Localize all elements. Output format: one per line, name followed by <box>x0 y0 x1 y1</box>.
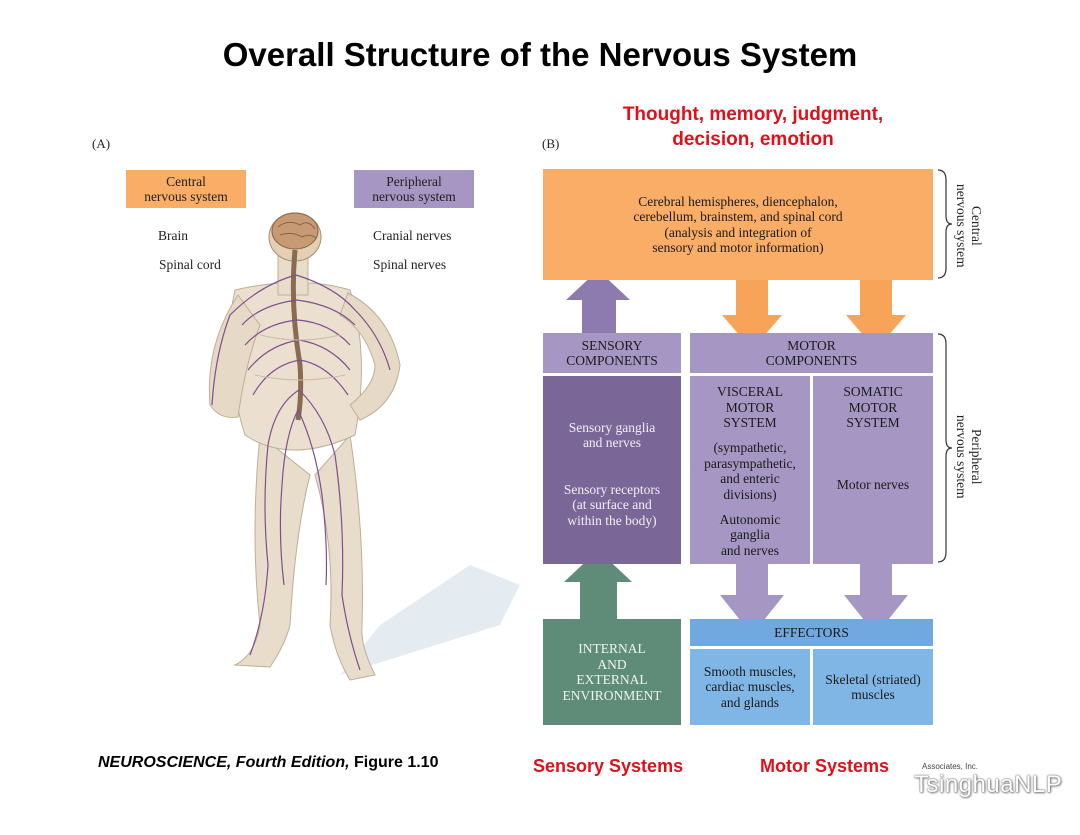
sensory-components-header: SENSORY COMPONENTS <box>543 333 681 373</box>
visceral-title: VISCERAL MOTOR SYSTEM <box>716 384 783 430</box>
pns-legend-box: Peripheral nervous system <box>354 170 474 208</box>
watermark-text: TsinghuaNLP <box>914 771 1063 798</box>
cranial-nerves-label: Cranial nerves <box>373 228 452 243</box>
panel-a-letter: (A) <box>92 136 111 151</box>
thought-note: Thought, memory, judgment, decision, emo… <box>622 104 884 150</box>
spinal-cord-label: Spinal cord <box>159 257 221 272</box>
motor-nerves-text: Motor nerves <box>836 476 910 492</box>
side-braces <box>937 169 953 563</box>
autonomic-text: Autonomic ganglia and nerves <box>719 511 781 558</box>
somatic-motor-column: SOMATIC MOTOR SYSTEM Motor nerves <box>813 376 933 564</box>
smooth-muscles-box: Smooth muscles, cardiac muscles, and gla… <box>690 649 810 725</box>
visceral-divisions: (sympathetic, parasympathetic, and enter… <box>704 440 796 502</box>
environment-box: INTERNAL AND EXTERNAL ENVIRONMENT <box>543 619 681 725</box>
cns-box: Cerebral hemispheres, diencephalon, cere… <box>543 169 933 280</box>
skeletal-muscles-box: Skeletal (striated) muscles <box>813 649 933 725</box>
publisher-credit: Associates, Inc. <box>922 762 979 771</box>
motor-down-arrow-right <box>846 280 906 350</box>
visceral-down-arrow <box>720 560 784 635</box>
sensory-receptors-text: Sensory receptors (at surface and within… <box>563 481 661 528</box>
brain-label: Brain <box>158 228 188 243</box>
environment-up-arrow <box>564 550 632 620</box>
figure-number: Figure 1.10 <box>354 754 439 771</box>
panel-b-letter: (B) <box>542 136 560 151</box>
wechat-icon <box>880 774 910 797</box>
flow-arrows <box>564 270 908 635</box>
sensory-systems-label: Sensory Systems <box>533 756 684 776</box>
motor-down-arrow-left <box>722 280 782 350</box>
cns-legend-box: Central nervous system <box>126 170 246 208</box>
spinal-nerves-label: Spinal nerves <box>373 257 447 272</box>
sensory-ganglia-text: Sensory ganglia and nerves <box>568 419 656 451</box>
motor-systems-label: Motor Systems <box>760 756 890 776</box>
visceral-motor-column: VISCERAL MOTOR SYSTEM (sympathetic, para… <box>690 376 810 564</box>
effectors-header: EFFECTORS <box>690 619 933 646</box>
side-label-cns: Central nervous system <box>954 184 984 268</box>
sensory-up-arrow <box>566 270 630 335</box>
somatic-down-arrow <box>844 560 908 635</box>
somatic-title: SOMATIC MOTOR SYSTEM <box>843 384 903 430</box>
side-label-pns: Peripheral nervous system <box>954 415 984 499</box>
sensory-column: Sensory ganglia and nerves Sensory recep… <box>543 376 681 564</box>
figure-citation: NEUROSCIENCE, Fourth Edition, Figure 1.1… <box>98 754 438 772</box>
page-title: Overall Structure of the Nervous System <box>222 36 858 73</box>
book-title: NEUROSCIENCE, Fourth Edition, <box>98 754 350 771</box>
human-nervous-system-illustration <box>208 212 520 681</box>
watermark: TsinghuaNLP <box>880 771 1062 799</box>
motor-components-header: MOTOR COMPONENTS <box>690 333 933 373</box>
